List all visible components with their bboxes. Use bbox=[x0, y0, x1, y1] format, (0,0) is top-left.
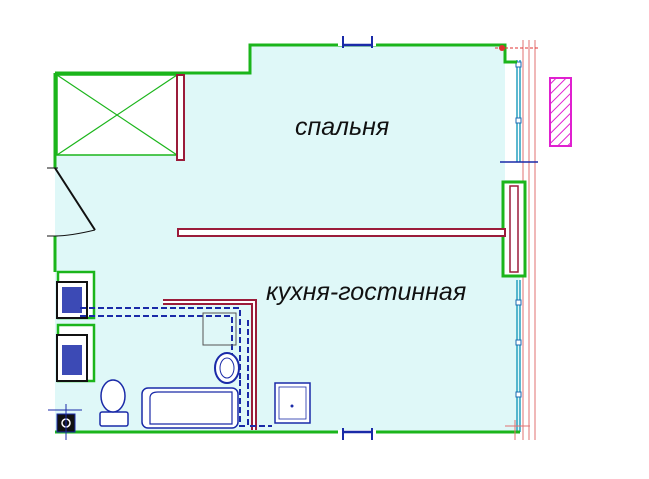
utility-box-upper bbox=[56, 270, 96, 320]
glazing-mullions bbox=[515, 61, 522, 398]
window-icon bbox=[338, 428, 376, 440]
column-right-inner bbox=[509, 185, 519, 273]
partition-bedroom-living bbox=[177, 228, 506, 237]
bathtub-icon bbox=[141, 387, 239, 429]
partition-bathroom-inner bbox=[163, 301, 255, 430]
annotation-marker bbox=[495, 45, 538, 51]
ventilation-shaft-icon bbox=[56, 74, 178, 156]
window-icon bbox=[338, 36, 376, 48]
column-right bbox=[501, 180, 527, 278]
room-label-bedroom: спальня bbox=[295, 113, 389, 141]
annotation-marker bbox=[505, 420, 530, 440]
partition-shaft bbox=[176, 74, 185, 161]
toilet-icon bbox=[99, 379, 129, 427]
room-label-living-kitchen: кухня-гостинная bbox=[266, 278, 466, 306]
riser-icon bbox=[48, 404, 82, 440]
outer-wall bbox=[55, 43, 517, 75]
sink-icon bbox=[202, 312, 240, 384]
utility-box-lower bbox=[56, 323, 96, 383]
ventilation-shaft-icon bbox=[549, 77, 572, 147]
shower-icon bbox=[274, 382, 311, 424]
